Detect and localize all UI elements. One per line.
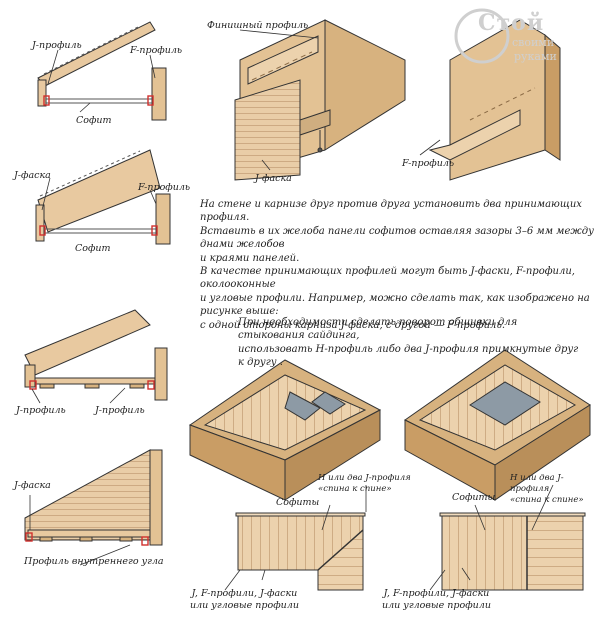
label-f-profile: F-профиль <box>138 182 191 193</box>
plan-view-left <box>235 512 366 591</box>
watermark-circle-icon <box>454 8 510 64</box>
diagram-inner-corner <box>24 449 163 546</box>
watermark-logo: Стой своими руками <box>452 6 582 68</box>
label-j-profile: J-профиль <box>95 405 145 416</box>
label-j-faska: J-фаска <box>255 173 292 184</box>
label-sofit: Софит <box>75 243 111 254</box>
pointer-lines <box>29 29 554 591</box>
diagram-j-faska-f-profile <box>35 149 171 245</box>
label-f-profile: F-профиль <box>402 158 455 169</box>
label-h-or-two-j-profiles: Н или два J-профиля «спина к спине» <box>318 473 411 494</box>
instruction-paragraph: При необходимости сделать поворот обшивк… <box>238 317 579 369</box>
label-j-profile: J-профиль <box>32 40 82 51</box>
label-sofity: Софиты <box>276 497 320 508</box>
label-sofit: Софит <box>76 115 112 126</box>
label-finish-profile: Финишный профиль <box>207 20 309 31</box>
label-f-profile: F-профиль <box>130 45 183 56</box>
label-j-profile: J-профиль <box>16 405 66 416</box>
diagram-j-profile-boards <box>24 309 168 401</box>
label-sofity: Софиты <box>452 492 496 503</box>
label-profiles: J, F-профили, J-фаски или угловые профил… <box>382 588 491 611</box>
diagram-finish-profile <box>234 19 406 181</box>
instruction-paragraph: На стене и карнизе друг против друга уст… <box>200 199 594 331</box>
label-j-faska: J-фаска <box>14 170 51 181</box>
label-inner-corner-profile: Профиль внутреннего угла <box>24 556 164 567</box>
watermark-line2: руками <box>514 50 557 63</box>
watermark-letters: Стой <box>478 10 545 36</box>
label-profiles: J, F-профили, J-фаски или угловые профил… <box>190 588 299 611</box>
soffit-corner-3d-right <box>404 349 591 501</box>
label-j-faska: J-фаска <box>14 480 51 491</box>
watermark-line1: своими <box>512 36 555 49</box>
diagram-j-profile-f-profile <box>37 21 167 121</box>
label-h-or-two-j-profiles: Н или два J-профиля «спина к спине» <box>510 473 584 505</box>
soffit-corner-3d-left <box>188 359 382 501</box>
plan-view-right <box>439 512 586 591</box>
